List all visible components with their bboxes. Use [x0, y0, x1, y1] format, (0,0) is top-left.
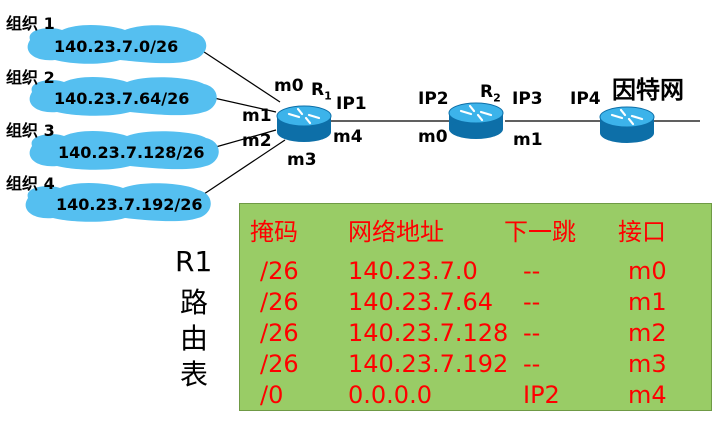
r1-subscript: 1	[324, 89, 332, 103]
cloud-shape	[29, 131, 219, 170]
cell-mask: /26	[260, 288, 299, 316]
r1-ip1: IP1	[336, 94, 367, 114]
org-cloud-4: 140.23.7.192/26	[25, 183, 211, 222]
org-network-label: 140.23.7.64/26	[54, 89, 189, 108]
table-side-title-r1: R1	[175, 245, 213, 278]
table-side-title-lu: 路	[180, 286, 209, 319]
r2-subscript: 2	[493, 91, 501, 105]
cell-mask: /26	[260, 257, 299, 285]
cloud-shape	[27, 25, 207, 64]
r1-port-m0: m0	[274, 76, 304, 96]
cell-mask: /0	[260, 381, 284, 409]
cell-next-hop: --	[523, 319, 541, 347]
cell-next-hop: --	[523, 350, 541, 378]
link-org1-r1	[194, 45, 281, 103]
table-row: /0 0.0.0.0 IP2 m4	[240, 381, 711, 413]
cell-interface: m3	[628, 350, 667, 378]
cell-next-hop: --	[523, 257, 541, 285]
r1-port-m2: m2	[242, 131, 272, 151]
r2-port-m0: m0	[418, 127, 448, 147]
r1-letter: R	[311, 80, 325, 100]
internet-label: 因特网	[612, 76, 684, 104]
cell-interface: m2	[628, 319, 667, 347]
cell-network: 0.0.0.0	[348, 381, 432, 409]
table-row: /26 140.23.7.64 -- m1	[240, 288, 711, 320]
link-org2-r1	[204, 95, 277, 113]
table-side-title-biao: 表	[180, 358, 209, 391]
cell-network: 140.23.7.64	[348, 288, 494, 316]
table-row: /26 140.23.7.0 -- m0	[240, 257, 711, 289]
r2-port-m1: m1	[513, 130, 543, 150]
cell-interface: m1	[628, 288, 667, 316]
cloud-shape	[29, 77, 217, 116]
org-cloud-1: 140.23.7.0/26	[27, 25, 207, 64]
cell-interface: m0	[628, 257, 667, 285]
org-name-4: 组织 4	[6, 174, 55, 193]
org-network-label: 140.23.7.0/26	[54, 37, 178, 56]
header-network-address: 网络地址	[348, 218, 444, 246]
org-name-1: 组织 1	[6, 14, 55, 33]
cell-network: 140.23.7.0	[348, 257, 478, 285]
org-cloud-3: 140.23.7.128/26	[29, 131, 219, 170]
r1-port-m4: m4	[333, 127, 363, 147]
r2-letter: R	[480, 82, 494, 102]
cell-mask: /26	[260, 319, 299, 347]
org-name-3: 组织 3	[6, 121, 55, 140]
cloud-shape	[25, 183, 211, 222]
table-side-title-you: 由	[180, 322, 209, 355]
cell-mask: /26	[260, 350, 299, 378]
r2-ip3: IP3	[512, 89, 543, 109]
router-r1-icon	[276, 105, 332, 142]
org-network-label: 140.23.7.192/26	[56, 195, 203, 214]
table-header-row: 掩码 网络地址 下一跳 接口	[240, 212, 711, 246]
r1-name: R1	[311, 80, 332, 102]
org-network-label: 140.23.7.128/26	[58, 143, 205, 162]
table-row: /26 140.23.7.192 -- m3	[240, 350, 711, 382]
r2-ip2: IP2	[418, 89, 449, 109]
org-name-2: 组织 2	[6, 68, 55, 87]
router-r2-icon	[448, 102, 504, 139]
cell-next-hop: --	[523, 288, 541, 316]
routing-table: 掩码 网络地址 下一跳 接口 /26 140.23.7.0 -- m0 /26 …	[239, 203, 712, 411]
header-interface: 接口	[618, 218, 666, 246]
cell-network: 140.23.7.128	[348, 319, 509, 347]
r2-name: R2	[480, 82, 501, 104]
r1-port-m3: m3	[287, 150, 317, 170]
header-next-hop: 下一跳	[504, 218, 576, 246]
cell-interface: m4	[628, 381, 667, 409]
internet-ip4: IP4	[570, 89, 601, 109]
r1-port-m1: m1	[242, 106, 272, 126]
router-internet-icon	[599, 106, 655, 143]
cell-next-hop: IP2	[523, 381, 560, 409]
table-row: /26 140.23.7.128 -- m2	[240, 319, 711, 351]
header-mask: 掩码	[250, 218, 298, 246]
link-org4-r1	[194, 139, 286, 201]
cell-network: 140.23.7.192	[348, 350, 509, 378]
org-cloud-2: 140.23.7.64/26	[29, 77, 217, 116]
